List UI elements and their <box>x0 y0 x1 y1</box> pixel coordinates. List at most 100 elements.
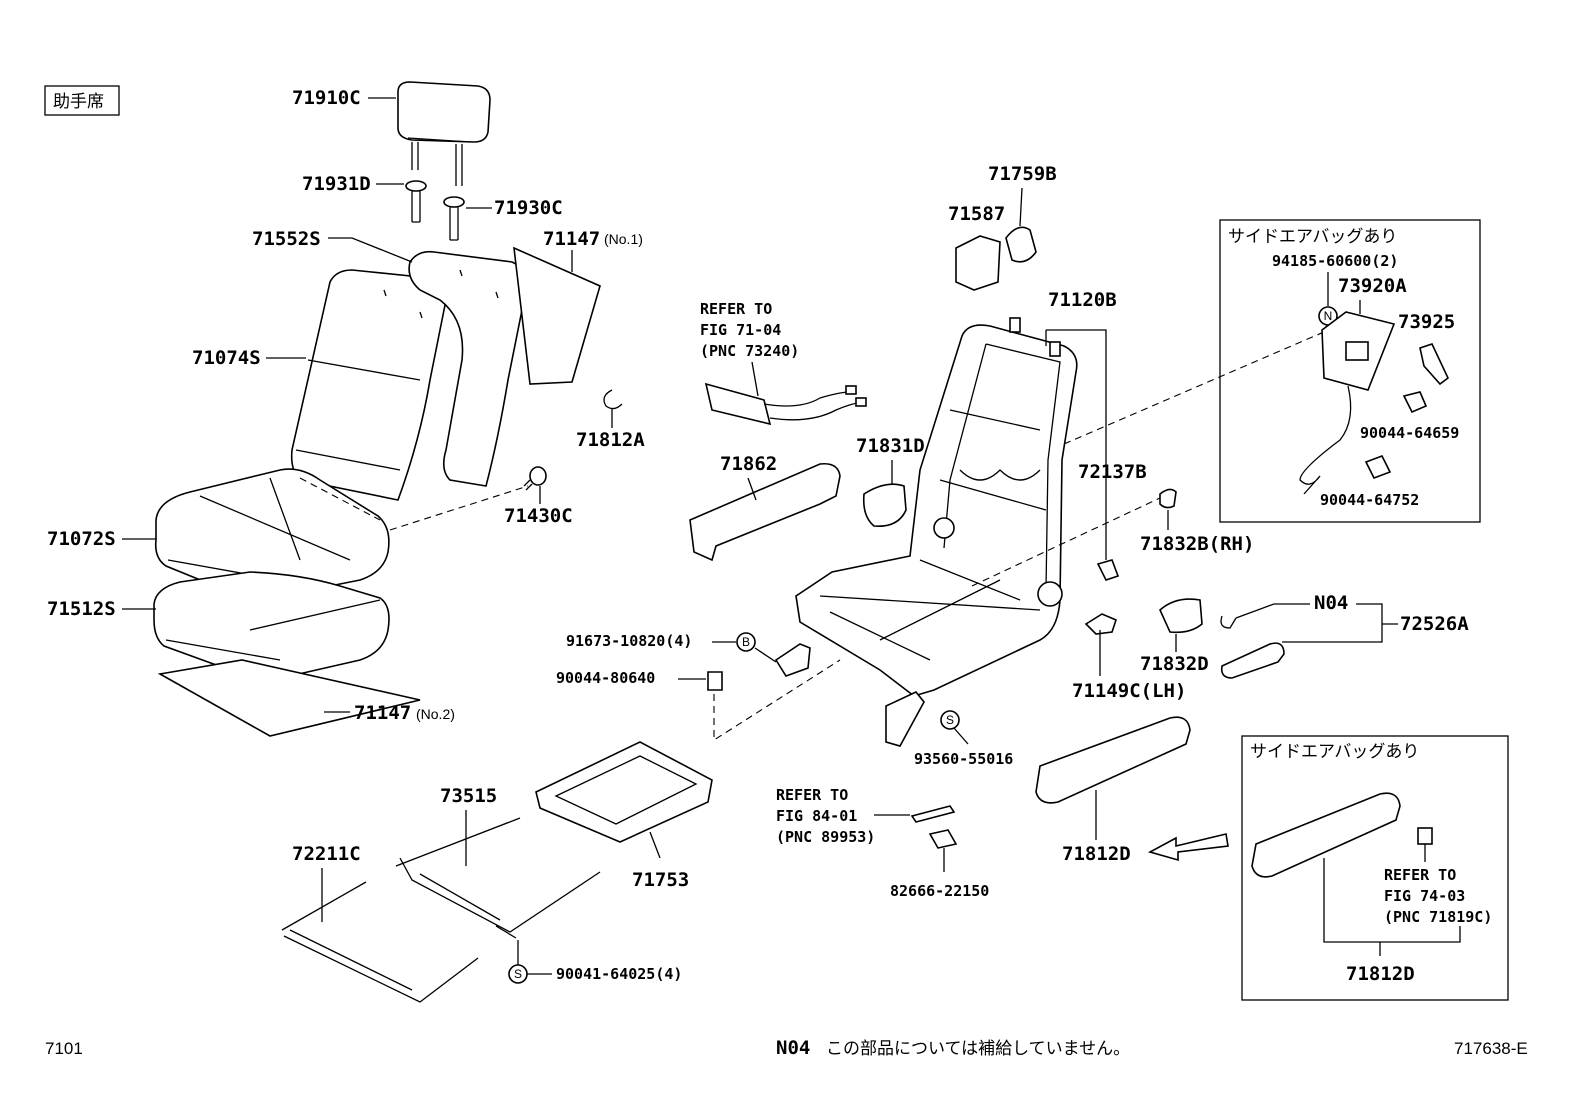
seat-cushion-sheet-drawing <box>157 659 421 737</box>
part-71759B-drawing <box>1005 226 1037 263</box>
symbol-s-circle-1 <box>940 710 960 730</box>
label-82666: 82666-22150 <box>890 882 989 900</box>
label-71753: 71753 <box>632 869 689 891</box>
refer-r1-line1: REFER TO <box>700 300 772 318</box>
clip-90044-64752-drawing <box>1364 454 1392 480</box>
leader-71759B <box>1019 187 1023 227</box>
label-90044-80640: 90044-80640 <box>556 669 655 687</box>
airbag-label-2: サイドエアバッグあり <box>1250 742 1419 762</box>
seatback-cover-drawing <box>290 269 448 501</box>
label-N04: N04 <box>1314 592 1348 614</box>
leader-b <box>754 647 777 663</box>
label-91673: 91673-10820(4) <box>566 632 692 650</box>
part-73925-drawing <box>1419 343 1450 386</box>
refer-r1-line2: FIG 71-04 <box>700 321 781 339</box>
part-71149C-drawing <box>1084 613 1117 635</box>
label-93560: 93560-55016 <box>914 750 1013 768</box>
seat-frame-drawing <box>795 317 1078 697</box>
clip-71430C-drawing <box>523 466 547 491</box>
switch-drawing <box>910 805 956 823</box>
headrest-guide-drawing <box>405 180 465 241</box>
symbol-b: B <box>742 635 750 649</box>
clip-82666-drawing <box>928 829 958 849</box>
seat-cushion-cover-drawing <box>154 468 390 598</box>
label-71147-no2-suffix: (No.2) <box>416 706 455 722</box>
symbol-b-circle <box>736 632 756 652</box>
label-71759B: 71759B <box>988 163 1057 185</box>
clip-N04-drawing <box>1220 615 1237 629</box>
label-71147-no1: 71147 <box>543 228 600 250</box>
label-72137B: 72137B <box>1078 461 1147 483</box>
label-71831D: 71831D <box>856 435 925 457</box>
leader-71120B <box>1045 329 1107 560</box>
label-71832D: 71832D <box>1140 653 1209 675</box>
seatback-sheet-drawing <box>513 246 601 385</box>
label-71812D-main: 71812D <box>1062 843 1131 865</box>
leader-N04 <box>1235 603 1310 619</box>
cover-71812D-drawing <box>1035 716 1191 804</box>
refer-r3-line1: REFER TO <box>1384 866 1456 884</box>
label-71930C: 71930C <box>494 197 563 219</box>
rail-drawing <box>885 691 925 747</box>
airbag-box-1 <box>1219 219 1481 523</box>
label-71862: 71862 <box>720 453 777 475</box>
clip-90044-80640-drawing <box>707 671 723 691</box>
label-71120B: 71120B <box>1048 289 1117 311</box>
label-73925: 73925 <box>1398 311 1455 333</box>
seat-position-box <box>44 85 120 116</box>
seat-cushion-pad-drawing <box>153 571 390 679</box>
dashed-guide-tray <box>713 659 841 742</box>
footer-note-code: N04 <box>776 1037 810 1059</box>
label-71812A: 71812A <box>576 429 645 451</box>
refer-r1-line3: (PNC 73240) <box>700 342 799 360</box>
label-90044-64659: 90044-64659 <box>1360 424 1459 442</box>
leader-refer-r1 <box>751 361 759 397</box>
symbol-s-2: S <box>514 967 522 981</box>
lever-72526A-drawing <box>1220 642 1285 679</box>
arrow-icon <box>1147 833 1229 862</box>
label-94185: 94185-60600(2) <box>1272 252 1398 270</box>
clip-71812A-drawing <box>603 389 623 410</box>
footer-right: 717638-E <box>1454 1039 1528 1058</box>
wire-harness-drawing <box>704 382 867 426</box>
seat-position-label: 助手席 <box>53 92 104 112</box>
leader-71552S <box>328 237 413 263</box>
footer-note-text: この部品については補給していません。 <box>826 1039 1130 1059</box>
label-71074S: 71074S <box>192 347 261 369</box>
label-71812D-box: 71812D <box>1346 963 1415 985</box>
leader-71862 <box>747 477 757 501</box>
clip-90044-64659-drawing <box>1402 391 1428 414</box>
label-72211C: 72211C <box>292 843 361 865</box>
refer-r2-line1: REFER TO <box>776 786 848 804</box>
symbol-s-1: S <box>946 713 954 727</box>
wire-72211C-drawing <box>281 881 479 1003</box>
label-71072S: 71072S <box>47 528 116 550</box>
rail-bracket-drawing <box>774 643 811 677</box>
dashed-guide-left <box>299 477 529 531</box>
airbag-label-tag-drawing <box>1417 827 1433 845</box>
label-71147-no2: 71147 <box>354 702 411 724</box>
refer-r3-line2: FIG 74-03 <box>1384 887 1465 905</box>
label-71552S: 71552S <box>252 228 321 250</box>
bracket-71812D-box <box>1323 858 1461 956</box>
cover-71812D-airbag-drawing <box>1251 792 1401 878</box>
label-71147-no1-suffix: (No.1) <box>604 231 643 247</box>
label-71430C: 71430C <box>504 505 573 527</box>
refer-r3-line3: (PNC 71819C) <box>1384 908 1492 926</box>
leader-s-2 <box>517 940 552 975</box>
wire-73515-drawing <box>395 817 601 939</box>
part-71832B-drawing <box>1159 488 1177 509</box>
leader-71753 <box>649 831 661 859</box>
label-90041: 90041-64025(4) <box>556 965 682 983</box>
tray-71753-drawing <box>535 741 713 843</box>
label-71512S: 71512S <box>47 598 116 620</box>
part-71587-drawing <box>955 235 1001 291</box>
airbag-label-1: サイドエアバッグあり <box>1228 227 1397 247</box>
label-71910C: 71910C <box>292 87 361 109</box>
dashed-guide-frame-right <box>971 497 1161 587</box>
label-71832B: 71832B(RH) <box>1140 533 1254 555</box>
bracket-72526A <box>1282 603 1398 643</box>
symbol-n: N <box>1324 309 1333 323</box>
label-72526A: 72526A <box>1400 613 1469 635</box>
